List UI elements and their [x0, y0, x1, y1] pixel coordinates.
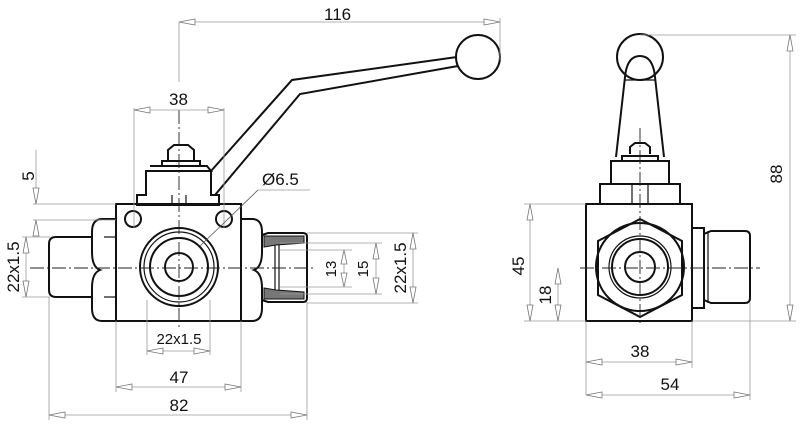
side-view: 88 45 18 38 54 [509, 33, 796, 400]
dim-outer-bore: 15 [355, 261, 372, 278]
dim-inner-bore: 13 [323, 261, 340, 278]
right-hex [241, 218, 263, 322]
dim-top-offset: 5 [19, 171, 38, 180]
dim-body-width: 47 [170, 368, 189, 387]
side-handle-lever [615, 54, 665, 158]
dim-bottom-thread: 22x1.5 [156, 331, 201, 348]
dim-body-top-width: 38 [169, 90, 188, 109]
dim-right-thread: 22x1.5 [391, 242, 410, 293]
mount-hole-left [124, 210, 142, 228]
left-fitting [48, 236, 92, 298]
right-fitting-hatch-bottom [263, 287, 305, 300]
right-fitting-hatch-top [263, 235, 305, 248]
dim-overall-width: 82 [170, 396, 189, 415]
front-view: 116 38 5 Ø6.5 22x1.5 22x1.5 [4, 5, 501, 420]
handle-lever [210, 56, 459, 196]
side-valve-body [585, 203, 693, 322]
dim-overall-depth: 54 [661, 375, 680, 394]
dim-overall-height: 88 [767, 165, 786, 184]
handle-ball [455, 34, 501, 80]
stem-nut [161, 144, 201, 167]
dim-side-body-width: 38 [631, 342, 650, 361]
dim-mount-hole: Ø6.5 [262, 170, 299, 189]
right-fitting [261, 232, 308, 303]
dim-body-height: 45 [509, 257, 528, 276]
bonnet [136, 165, 220, 206]
dim-axis-height: 18 [536, 286, 555, 305]
valve-body [115, 203, 242, 322]
dim-left-thread: 22x1.5 [4, 241, 23, 292]
dim-handle-reach: 116 [324, 5, 351, 24]
left-hex [91, 218, 116, 322]
